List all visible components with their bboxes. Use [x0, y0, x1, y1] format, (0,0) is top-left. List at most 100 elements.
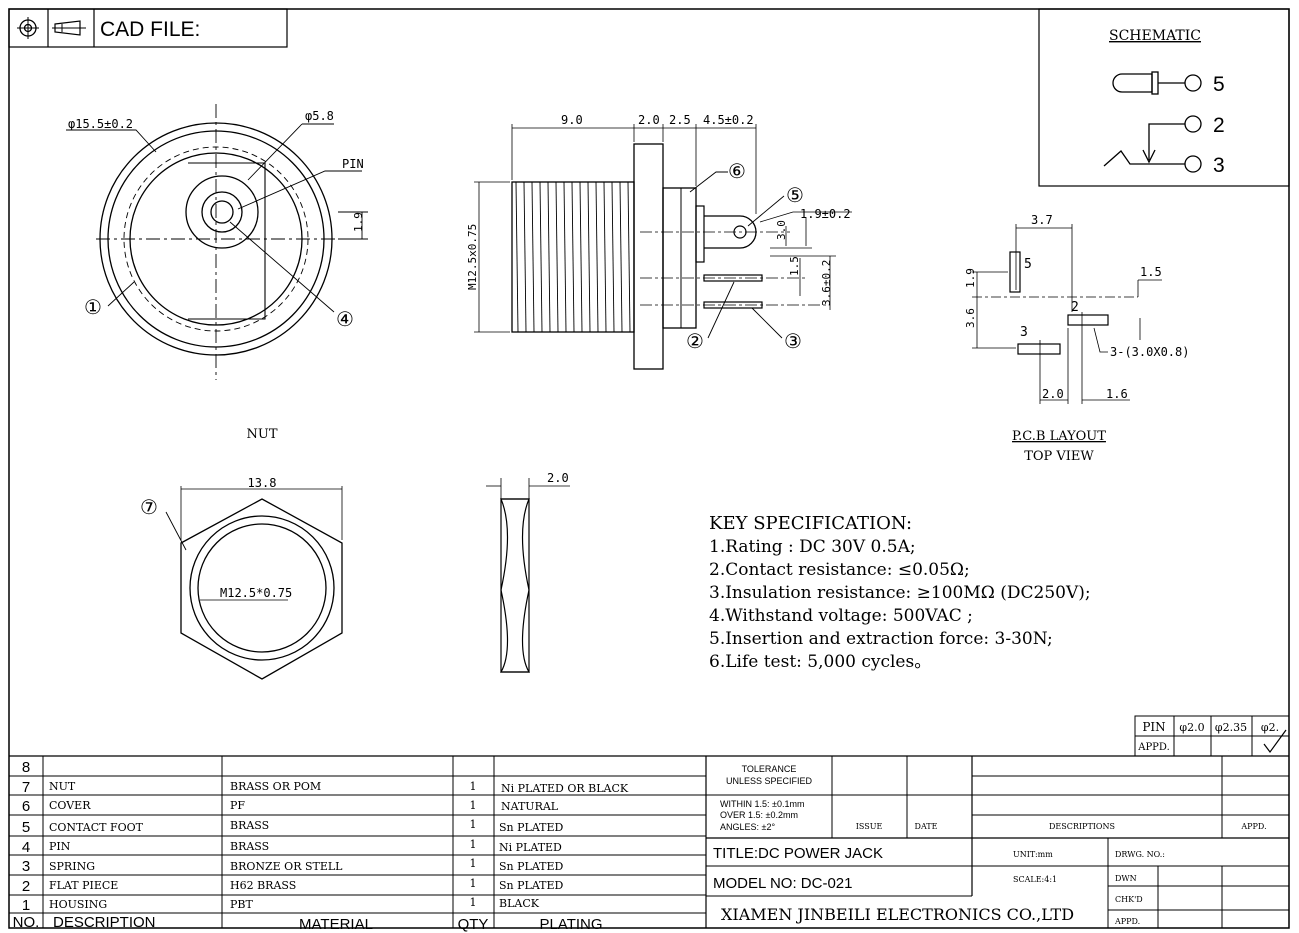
bom-plating: Sn PLATED [499, 821, 564, 834]
bom-qty: 1 [470, 818, 477, 831]
pcb-dim-right: 1.5 [1140, 265, 1162, 279]
dim-flange: 2.0 [638, 113, 660, 127]
pcb-dim-top: 3.7 [1031, 213, 1053, 227]
dwn-label: DWN [1115, 874, 1137, 883]
pcb-dim-left-1: 1.9 [964, 268, 977, 288]
bom-no: 8 [22, 759, 30, 776]
chkd-label: CHK'D [1115, 895, 1143, 904]
bom-qty: 1 [470, 857, 477, 870]
bom-no: 5 [22, 819, 30, 836]
front-view [66, 104, 368, 380]
projection-symbol-icon [52, 20, 86, 36]
dim-pin-gap: 1.5 [788, 256, 801, 276]
drawing-title: TITLE:DC POWER JACK [713, 845, 883, 862]
schematic-box: SCHEMATIC 5 2 3 [1038, 8, 1290, 187]
nut-thread: M12.5*0.75 [220, 586, 292, 600]
pin-table-appd: APPD. [1137, 742, 1170, 753]
model-number: MODEL NO: DC-021 [713, 875, 852, 892]
pin-table-check: √ [1228, 750, 1229, 752]
tol-line-2: UNLESS SPECIFIED [726, 776, 813, 786]
bom-plating: Sn PLATED [499, 879, 564, 892]
spec-line-6: 6.Life test: 5,000 cycles。 [709, 652, 931, 672]
spec-line-4: 4.Withstand voltage: 500VAC ; [709, 606, 973, 626]
bom-desc: CONTACT FOOT [49, 821, 144, 834]
bom-plating: BLACK [499, 897, 540, 910]
bom-mat: PF [230, 799, 245, 812]
callout-6: ⑥ [728, 159, 746, 183]
pin-table-size-3: φ2. [1261, 721, 1279, 734]
dim-pin-spacing: 3.6±0.2 [820, 260, 833, 306]
key-specification: KEY SPECIFICATION: 1.Rating : DC 30V 0.5… [709, 513, 1091, 672]
tol-line-4: OVER 1.5: ±0.2mm [720, 810, 798, 820]
schematic-pin-2: 2 [1213, 114, 1225, 137]
pcb-dim-left-2: 3.6 [964, 308, 977, 328]
bom-desc: NUT [49, 780, 76, 793]
tol-date: DATE [915, 822, 938, 831]
nut-view [165, 478, 570, 680]
spec-line-2: 2.Contact resistance: ≤0.05Ω; [709, 560, 970, 580]
bom-rows: 8 7 NUT BRASS OR POM 1 Ni PLATED OR BLAC… [13, 759, 629, 933]
callout-4: ④ [336, 307, 354, 331]
bom-mat: BRASS OR POM [230, 780, 321, 793]
pcb-dim-bottom-2: 1.6 [1106, 387, 1128, 401]
bom-qty: 1 [470, 780, 477, 793]
tol-line-3: WITHIN 1.5: ±0.1mm [720, 799, 804, 809]
dim-thread: M12.5x0.75 [466, 224, 479, 290]
dim-terminal-width: 3.0 [775, 220, 788, 240]
company-name: XIAMEN JINBEILI ELECTRONICS CO.,LTD [721, 905, 1074, 924]
bom-no: 2 [22, 878, 30, 895]
scale-label: SCALE:4:1 [1013, 875, 1057, 884]
bom-no: 3 [22, 858, 30, 875]
bom-plating: Ni PLATED [499, 841, 562, 854]
bom-mat: BRASS [230, 840, 269, 853]
bom-qty: 1 [470, 877, 477, 890]
tol-line-5: ANGLES: ±2° [720, 822, 775, 832]
bom-plating: Sn PLATED [499, 860, 564, 873]
pcb-layout [972, 224, 1162, 404]
pcb-dim-bottom-1: 2.0 [1042, 387, 1064, 401]
bom-desc: FLAT PIECE [49, 879, 118, 892]
unit-label: UNIT:mm [1013, 850, 1053, 859]
tol-descriptions: DESCRIPTIONS [1049, 822, 1115, 831]
schematic-pin-3: 3 [1213, 154, 1225, 177]
bom-desc: PIN [49, 840, 71, 853]
dim-cover: 2.5 [669, 113, 691, 127]
spec-line-3: 3.Insulation resistance: ≥100MΩ (DC250V)… [709, 583, 1091, 603]
bom-qty: 1 [470, 838, 477, 851]
bom-mat: BRASS [230, 819, 269, 832]
bom-desc: HOUSING [49, 898, 107, 911]
pin-label: PIN [342, 157, 364, 171]
callout-1: ① [84, 295, 102, 319]
pcb-pad-3-label: 3 [1020, 325, 1028, 340]
cad-file-box: CAD FILE: [8, 8, 288, 48]
callout-7: ⑦ [140, 495, 158, 519]
bom-plating: Ni PLATED OR BLACK [501, 782, 629, 795]
bom-table [9, 755, 1289, 928]
callout-5: ⑤ [786, 183, 804, 207]
bom-qty: 1 [470, 799, 477, 812]
bom-header-mat: MATERIAL [299, 916, 373, 933]
pin-table-size-2: φ2.35 [1215, 721, 1247, 734]
pcb-slot-size: 3-(3.0X0.8) [1110, 345, 1189, 359]
target-crosshair-icon [17, 17, 39, 39]
callout-3: ③ [784, 329, 802, 353]
bom-desc: COVER [49, 799, 91, 812]
spec-line-1: 1.Rating : DC 30V 0.5A; [709, 537, 916, 557]
bom-no: 7 [22, 779, 30, 796]
side-view [474, 124, 852, 370]
dim-terminal-offset: 1.9±0.2 [800, 207, 851, 221]
bom-desc: SPRING [49, 860, 95, 873]
bom-mat: BRONZE OR STELL [230, 860, 343, 873]
bom-no: 1 [22, 897, 30, 914]
bom-qty: 1 [470, 896, 477, 909]
dim-body-length: 9.0 [561, 113, 583, 127]
pcb-pad-5-label: 5 [1024, 257, 1032, 272]
pcb-subcaption: TOP VIEW [1024, 449, 1094, 464]
bom-no: 4 [22, 839, 30, 856]
title-block [706, 756, 1289, 928]
pin-table-header: PIN [1142, 720, 1165, 734]
tol-issue: ISSUE [856, 822, 883, 831]
nut-title: NUT [246, 427, 277, 442]
center-pin-symbol [1112, 73, 1153, 93]
